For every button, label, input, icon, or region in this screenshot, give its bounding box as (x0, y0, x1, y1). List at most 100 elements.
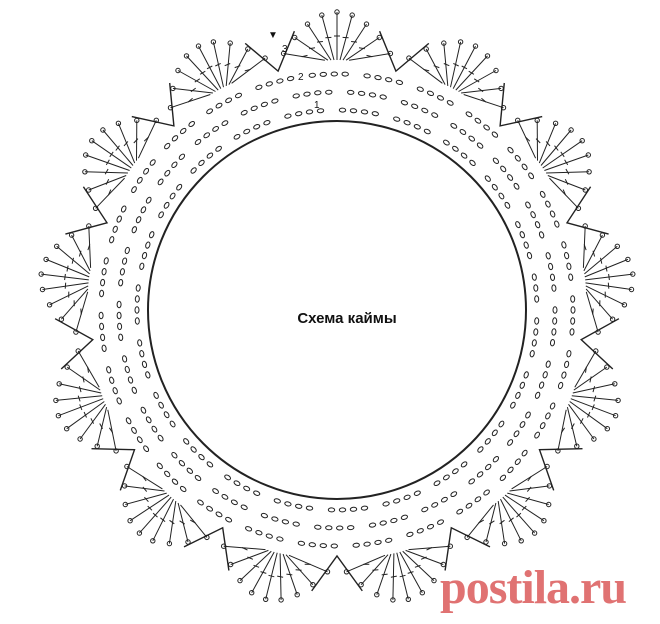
stitch-crossbar (489, 520, 495, 525)
chain-stitch (297, 540, 306, 546)
stitch-crossbar (525, 496, 530, 503)
chain-stitch (514, 458, 521, 465)
picot-stitch (127, 518, 133, 524)
chain-stitch (484, 175, 491, 182)
stitch-crossbar (372, 569, 379, 571)
chain-stitch (206, 152, 214, 159)
chain-stitch (476, 471, 484, 478)
double-crochet-stitch (349, 53, 391, 61)
stitch-crossbar (108, 427, 114, 434)
picot-stitch (170, 85, 176, 92)
stitch-crossbar (443, 63, 450, 67)
stitch-crossbar (600, 257, 603, 264)
double-crochet-stitch (180, 504, 208, 538)
chain-stitch (163, 201, 170, 209)
chain-stitch (295, 503, 303, 509)
stitch-crossbar (295, 569, 302, 571)
picot-stitch (363, 21, 370, 27)
chain-stitch (413, 490, 421, 496)
chain-stitch (379, 94, 387, 100)
chain-stitch (284, 113, 292, 119)
chain-stitch (363, 541, 371, 547)
chain-stitch (197, 499, 204, 506)
stitch-crossbar (560, 151, 565, 158)
stitch-crossbar (77, 395, 81, 402)
picot-stitch (630, 271, 636, 277)
round-label-2: 2 (298, 72, 304, 83)
chain-stitch (136, 436, 143, 444)
stitch-crossbar (147, 505, 153, 511)
chain-stitch (140, 206, 147, 214)
stitch-crossbar (477, 87, 484, 93)
stitch-crossbar (224, 63, 231, 67)
picot-stitch (56, 381, 62, 387)
chain-stitch (243, 485, 251, 492)
picot-stitch (612, 413, 619, 419)
chain-stitch (531, 273, 537, 281)
chain-stitch (230, 499, 238, 506)
chain-stitch (492, 157, 500, 165)
chain-stitch (476, 142, 484, 149)
chain-stitch (374, 539, 382, 545)
chain-stitch (411, 103, 419, 109)
v-stitch (244, 30, 296, 73)
picot-stitch (457, 39, 464, 45)
picot-stitch (92, 205, 99, 212)
picot-stitch (625, 256, 631, 263)
picot-stitch (599, 232, 606, 238)
double-crochet-stitch (466, 504, 494, 538)
v-stitch (499, 82, 543, 127)
double-crochet-stitch (283, 53, 325, 61)
stitch-crossbar (64, 282, 67, 289)
chain-stitch (253, 124, 261, 130)
chain-stitch (549, 273, 556, 281)
stitch-crossbar (366, 54, 373, 58)
chain-stitch (212, 488, 219, 495)
chain-stitch (131, 426, 137, 434)
chain-stitch (349, 506, 358, 512)
picot-stitch (278, 597, 284, 603)
chain-stitch (151, 425, 158, 433)
chain-stitch (539, 190, 546, 198)
chain-stitch (225, 516, 233, 523)
stitch-crossbar (468, 70, 475, 75)
stitch-crossbar (592, 308, 594, 315)
stitch-crossbar (390, 575, 397, 578)
chain-stitch (338, 507, 347, 513)
picot-stitch (64, 426, 70, 432)
chain-stitch (221, 494, 229, 500)
stitch-crossbar (152, 512, 158, 518)
chain-stitch (124, 246, 130, 255)
stitch-crossbar (286, 573, 293, 576)
picot-stitch (568, 127, 574, 133)
chain-stitch (368, 522, 377, 528)
chain-stitch (99, 322, 105, 331)
stitch-crossbar (420, 556, 427, 560)
chain-stitch (164, 142, 171, 150)
stitch-crossbar (565, 168, 570, 175)
chain-stitch (513, 182, 520, 190)
picot-stitch (423, 46, 429, 52)
chain-stitch (169, 420, 176, 428)
chain-stitch (260, 512, 268, 519)
double-crochet-stitch (517, 120, 537, 159)
double-crochet-stitch (88, 225, 92, 268)
picot-stitch (122, 501, 129, 508)
stitch-crossbar (187, 97, 193, 103)
chain-stitch (569, 328, 575, 336)
stitch-crossbar (78, 386, 82, 393)
chain-stitch (403, 494, 411, 500)
chain-stitch (538, 381, 545, 389)
chain-stitch (131, 386, 138, 394)
chain-stitch (485, 463, 492, 471)
v-stitch (183, 526, 230, 571)
chain-stitch (368, 92, 377, 98)
double-crochet-stitch (585, 291, 599, 333)
chain-stitch (203, 132, 211, 139)
picot-stitch (585, 152, 591, 158)
chain-stitch (265, 81, 273, 87)
stitch-crossbar (583, 244, 587, 251)
v-stitch (131, 82, 175, 127)
chain-stitch (163, 411, 170, 419)
stitch-crossbar (105, 159, 110, 166)
